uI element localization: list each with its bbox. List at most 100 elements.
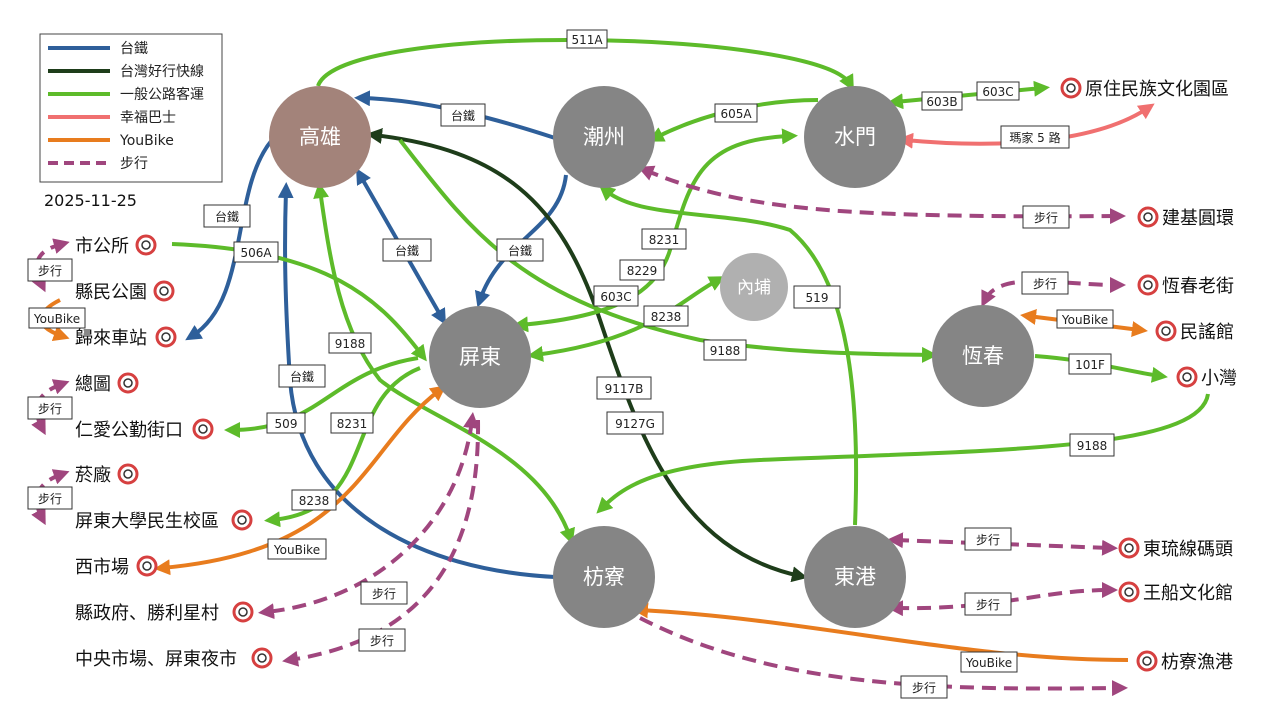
label-youbike-fangliao: YouBike xyxy=(960,651,1018,673)
node-hengchun[interactable]: 恆春 xyxy=(932,305,1034,407)
label-walk-liuqiu: 步行 xyxy=(964,527,1012,551)
label-506a: 506A xyxy=(233,241,279,263)
node-neipu[interactable]: 內埔 xyxy=(720,253,788,321)
dest-xiaowan[interactable]: 小灣 xyxy=(1176,366,1237,389)
svg-text:步行: 步行 xyxy=(38,492,62,506)
legend-label-rail: 台鐵 xyxy=(120,40,148,57)
svg-text:王船文化館: 王船文化館 xyxy=(1143,583,1233,604)
label-8231-top: 8231 xyxy=(641,228,687,250)
target-icon xyxy=(1118,581,1140,603)
node-kaohsiung[interactable]: 高雄 xyxy=(269,86,371,188)
svg-text:民謠館: 民謠館 xyxy=(1180,322,1234,343)
node-chaozhou[interactable]: 潮州 xyxy=(553,86,655,188)
dest-county-park[interactable]: 縣民公園 xyxy=(75,280,175,303)
label-walk-centralmarket: 步行 xyxy=(358,628,406,652)
legend-label-express: 台灣好行快線 xyxy=(120,64,204,80)
dest-wangchuan[interactable]: 王船文化館 xyxy=(1118,581,1233,604)
target-icon xyxy=(1136,650,1158,672)
dest-npust[interactable]: 屏東大學民生校區 xyxy=(75,509,253,532)
label-walk-cityhall: 步行 xyxy=(27,258,73,282)
dest-renai[interactable]: 仁愛公勤街口 xyxy=(75,418,214,441)
label-9117b: 9117B xyxy=(596,376,652,400)
edge-walk-wangchuan xyxy=(887,582,1118,617)
node-kaohsiung-label: 高雄 xyxy=(299,125,341,149)
label-605a: 605A xyxy=(714,103,758,123)
svg-text:9117B: 9117B xyxy=(605,382,644,396)
svg-text:506A: 506A xyxy=(240,246,272,260)
dest-folk-song[interactable]: 民謠館 xyxy=(1155,320,1234,343)
svg-text:YouBike: YouBike xyxy=(273,543,320,557)
svg-text:YouBike: YouBike xyxy=(33,312,80,326)
node-pingtung-circle xyxy=(429,306,531,408)
dest-central-market[interactable]: 中央市場、屏東夜市 xyxy=(75,647,273,670)
svg-text:步行: 步行 xyxy=(976,598,1000,612)
svg-text:恆春老街: 恆春老街 xyxy=(1162,276,1234,297)
label-603c-mid: 603C xyxy=(593,285,639,307)
label-youbike-hengchun: YouBike xyxy=(1056,309,1114,329)
dest-fangliao-port[interactable]: 枋寮漁港 xyxy=(1136,650,1233,673)
label-walk-jianji: 步行 xyxy=(1022,205,1070,229)
label-8229: 8229 xyxy=(619,259,665,281)
svg-text:步行: 步行 xyxy=(38,264,62,278)
target-icon xyxy=(1137,206,1159,228)
dest-tobacco[interactable]: 菸廠 xyxy=(75,463,139,486)
legend-label-happy: 幸福巴士 xyxy=(120,110,176,126)
label-9188-right: 9188 xyxy=(1069,433,1115,457)
svg-text:台鐵: 台鐵 xyxy=(290,369,314,384)
node-donggang[interactable]: 東港 xyxy=(804,526,906,628)
svg-text:中央市場、屏東夜市: 中央市場、屏東夜市 xyxy=(75,649,237,670)
target-icon xyxy=(1137,274,1159,296)
svg-text:歸來車站: 歸來車站 xyxy=(75,328,147,349)
svg-text:台鐵: 台鐵 xyxy=(508,243,532,258)
dest-old-street[interactable]: 恆春老街 xyxy=(1137,274,1234,297)
label-walk-zongtu: 步行 xyxy=(27,396,73,420)
svg-text:8229: 8229 xyxy=(627,264,658,278)
svg-text:9188: 9188 xyxy=(335,337,366,351)
label-511a: 511A xyxy=(566,29,608,49)
dest-city-hall[interactable]: 市公所 xyxy=(75,234,157,257)
svg-text:總圖: 總圖 xyxy=(75,374,111,395)
dest-guilai[interactable]: 歸來車站 xyxy=(75,326,177,349)
node-shuimen[interactable]: 水門 xyxy=(804,86,906,188)
svg-text:9188: 9188 xyxy=(710,344,741,358)
target-icon xyxy=(135,234,157,256)
label-rail-5: 台鐵 xyxy=(278,364,326,388)
svg-text:步行: 步行 xyxy=(370,634,394,648)
dest-zongtu[interactable]: 總圖 xyxy=(75,372,139,395)
node-pingtung[interactable]: 屏東 xyxy=(429,306,531,408)
svg-text:603B: 603B xyxy=(926,95,957,109)
dest-indigenous[interactable]: 原住民族文化園區 xyxy=(1060,77,1229,100)
svg-text:8238: 8238 xyxy=(651,310,682,324)
node-chaozhou-label: 潮州 xyxy=(583,125,625,149)
node-fangliao[interactable]: 枋寮 xyxy=(553,526,655,628)
svg-text:511A: 511A xyxy=(571,33,603,47)
svg-text:台鐵: 台鐵 xyxy=(395,243,419,258)
dest-west-market[interactable]: 西市場 xyxy=(75,555,158,578)
target-icon xyxy=(251,647,273,669)
node-shuimen-label: 水門 xyxy=(834,125,876,149)
svg-text:9127G: 9127G xyxy=(615,417,655,431)
node-donggang-circle xyxy=(804,526,906,628)
label-603c-top: 603C xyxy=(976,81,1020,101)
label-mazhi: 瑪家 5 路 xyxy=(1000,125,1070,149)
svg-text:屏東大學民生校區: 屏東大學民生校區 xyxy=(75,511,219,532)
target-icon xyxy=(136,555,158,577)
target-icon xyxy=(1176,366,1198,388)
target-icon xyxy=(117,463,139,485)
edge-youbike-fangliao xyxy=(632,602,1129,662)
svg-text:101F: 101F xyxy=(1075,358,1105,372)
svg-text:瑪家 5 路: 瑪家 5 路 xyxy=(1009,130,1060,145)
svg-text:縣民公園: 縣民公園 xyxy=(75,282,147,303)
dest-county-gov[interactable]: 縣政府、勝利星村 xyxy=(75,601,254,624)
svg-text:8231: 8231 xyxy=(649,233,680,247)
svg-text:YouBike: YouBike xyxy=(965,656,1012,670)
label-walk-fangliaoport: 步行 xyxy=(900,675,948,699)
destinations: 市公所 縣民公園 歸來車站 總圖 仁愛公勤街口 菸廠 屏東大學民生校區 西市場 … xyxy=(75,77,1237,673)
legend-box xyxy=(39,33,223,183)
node-hengchun-label: 恆春 xyxy=(962,344,1004,368)
dest-liuqiu[interactable]: 東琉線碼頭 xyxy=(1118,537,1233,560)
dest-jianji[interactable]: 建基圓環 xyxy=(1137,206,1234,229)
edge-bus-9188-fangliao xyxy=(313,182,575,545)
svg-text:枋寮漁港: 枋寮漁港 xyxy=(1161,652,1233,673)
